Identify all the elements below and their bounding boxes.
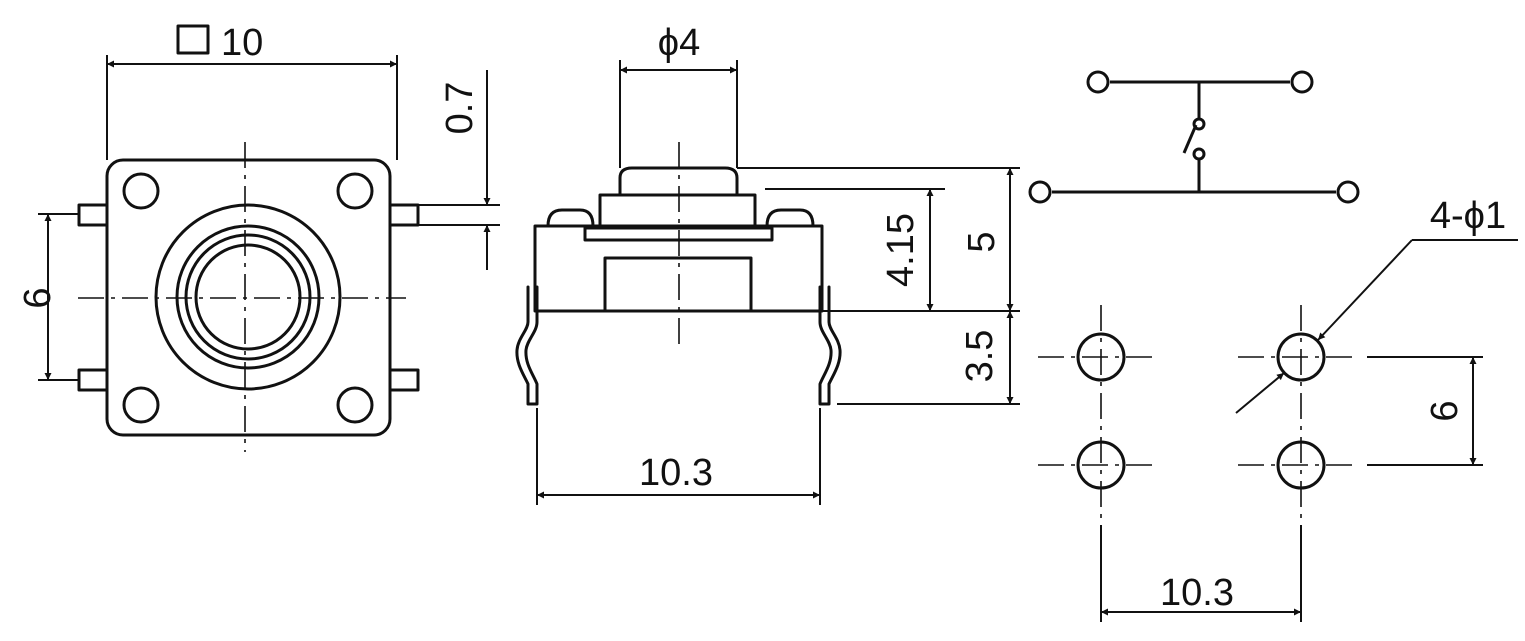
hole-callout-leader-lower	[1235, 372, 1285, 414]
footprint-hole-bottom-right	[1276, 440, 1326, 490]
terminal-top-left	[1086, 70, 1110, 94]
switch-schematic	[1028, 70, 1360, 204]
cover-plate	[583, 226, 774, 242]
button-inner-ring	[184, 233, 312, 361]
hole-callout-leader	[1317, 239, 1413, 341]
corner-hole-bottom-left	[122, 386, 160, 424]
body-height-label: 4.15	[880, 213, 922, 287]
column-pitch-label: 10.3	[1160, 572, 1234, 614]
side-view: ϕ4 4.15 5 3.5 10.3	[515, 22, 1020, 505]
pin-bottom-right	[388, 368, 420, 392]
cover-tab-right	[765, 208, 815, 228]
button-middle-ring	[175, 224, 321, 370]
corner-hole-bottom-right	[336, 386, 374, 424]
square-symbol-icon	[176, 24, 210, 55]
pin-bottom-left	[77, 368, 109, 392]
pin-pitch-dimension-label: 6	[17, 287, 59, 308]
row-pitch-label: 6	[1424, 400, 1466, 421]
footprint-hole-bottom-left	[1076, 440, 1126, 490]
button-outer-ring	[154, 203, 342, 391]
base-window	[603, 256, 753, 313]
hole-callout-label: 4-ϕ1	[1430, 195, 1506, 237]
pcb-footprint: 4-ϕ1 6 10.3	[1038, 195, 1518, 622]
footprint-hole-top-right	[1276, 332, 1326, 382]
lead-left	[515, 285, 539, 406]
lead-span-label: 10.3	[639, 452, 713, 494]
button-collar	[598, 193, 757, 230]
footprint-hole-top-left	[1076, 332, 1126, 382]
corner-hole-top-right	[336, 172, 374, 210]
pin-top-right	[388, 203, 420, 227]
terminal-bottom-left	[1028, 180, 1052, 204]
switch-blade	[1182, 124, 1198, 154]
lead-right	[818, 285, 842, 406]
contact-lower-point	[1192, 147, 1206, 161]
lead-length-label: 3.5	[959, 330, 1001, 383]
contact-upper-point	[1192, 117, 1206, 131]
terminal-top-right	[1290, 70, 1314, 94]
button-cap	[194, 243, 302, 351]
width-dimension-label: 10	[221, 22, 263, 64]
cover-tab-left	[546, 208, 595, 228]
switch-body-outline	[105, 158, 392, 437]
total-height-label: 5	[961, 231, 1003, 252]
corner-hole-top-left	[122, 172, 160, 210]
top-view: 10 6 0.7	[17, 22, 500, 452]
button-diameter-label: ϕ4	[658, 22, 700, 64]
pin-top-left	[77, 203, 109, 227]
button-plunger	[618, 166, 739, 197]
pin-thickness-label: 0.7	[439, 82, 481, 135]
terminal-bottom-right	[1336, 180, 1360, 204]
